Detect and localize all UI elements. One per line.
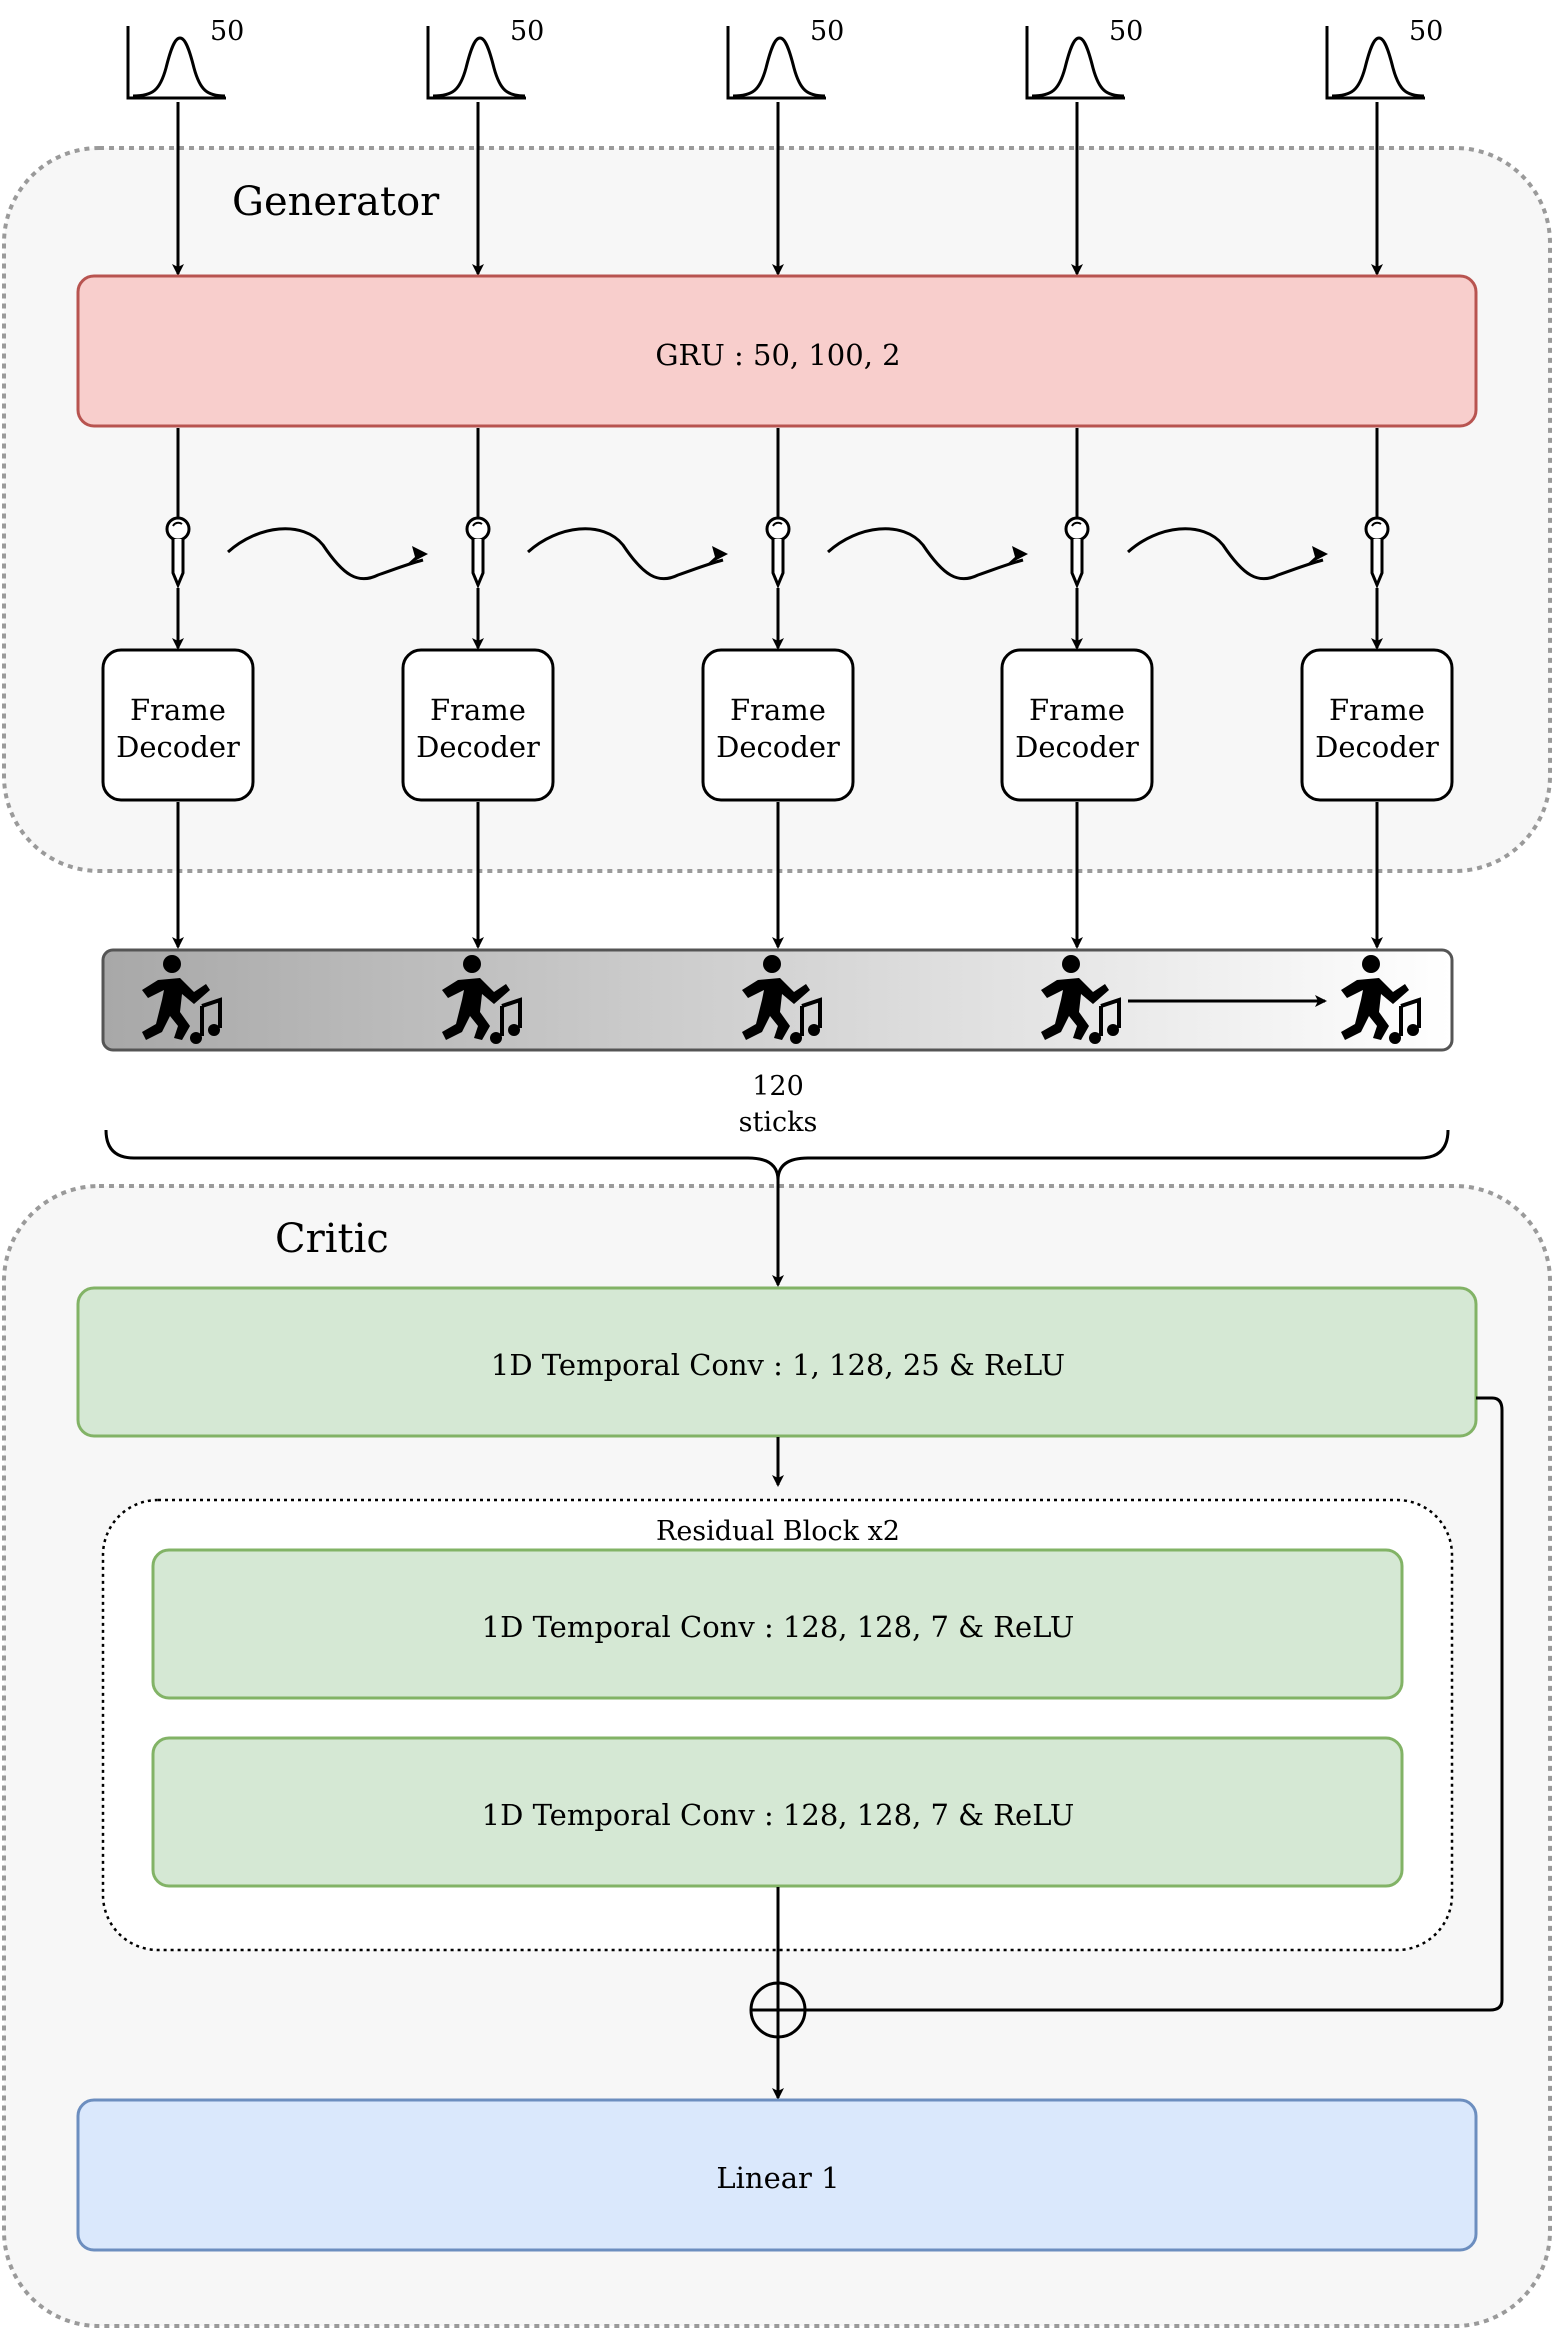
frame-decoder-label: Frame <box>1329 693 1425 727</box>
skip-connection-line <box>803 1396 1504 2012</box>
frame-decoder-label: Decoder <box>1315 730 1439 764</box>
noise-input-5: 50 <box>1325 16 1443 100</box>
sequence-count: 120 <box>752 1071 804 1102</box>
generator-title: Generator <box>232 179 440 225</box>
frame-decoder-3: Frame Decoder <box>701 648 855 802</box>
noise-dim-label: 50 <box>510 16 544 47</box>
residual-conv-block-2 <box>151 1736 1404 1888</box>
noise-input-3: 50 <box>726 16 844 100</box>
frame-decoder-label: Decoder <box>116 730 240 764</box>
noise-dim-label: 50 <box>810 16 844 47</box>
conv-input-label: 1D Temporal Conv : 1, 128, 25 & ReLU <box>491 1348 1065 1382</box>
frame-decoder-label: Frame <box>130 693 226 727</box>
residual-conv-label: 1D Temporal Conv : 128, 128, 7 & ReLU <box>482 1798 1075 1832</box>
gru-block <box>76 274 1478 428</box>
noise-dim-label: 50 <box>210 16 244 47</box>
frame-decoder-label: Decoder <box>416 730 540 764</box>
conv-input-block <box>76 1286 1478 1438</box>
add-operator-icon <box>749 1981 807 2039</box>
frame-decoder-4: Frame Decoder <box>1000 648 1154 802</box>
noise-dim-label: 50 <box>1109 16 1143 47</box>
frame-decoder-5: Frame Decoder <box>1300 648 1454 802</box>
gru-label: GRU : 50, 100, 2 <box>655 338 900 372</box>
noise-input-4: 50 <box>1025 16 1143 100</box>
frame-decoder-label: Frame <box>430 693 526 727</box>
noise-dim-label: 50 <box>1409 16 1443 47</box>
frame-decoder-label: Decoder <box>1015 730 1139 764</box>
linear-block <box>76 2098 1478 2252</box>
sequence-count-unit: sticks <box>739 1107 818 1138</box>
residual-block-title: Residual Block x2 <box>656 1516 900 1547</box>
pin-to-decoder-arrows <box>172 588 1383 650</box>
residual-conv-block-1 <box>151 1548 1404 1700</box>
noise-to-gru-arrows <box>172 102 1383 276</box>
decoder-to-sequence-arrows <box>172 802 1383 949</box>
frame-decoder-label: Frame <box>1029 693 1125 727</box>
frame-decoder-label: Decoder <box>716 730 840 764</box>
frame-decoder-1: Frame Decoder <box>101 648 255 802</box>
linear-label: Linear 1 <box>716 2161 839 2195</box>
critic-title: Critic <box>275 1216 389 1262</box>
residual-conv-label: 1D Temporal Conv : 128, 128, 7 & ReLU <box>482 1610 1075 1644</box>
noise-input-1: 50 <box>126 16 244 100</box>
frame-decoder-2: Frame Decoder <box>401 648 555 802</box>
recurrent-wave-arrowheads <box>405 546 1328 566</box>
frame-decoder-label: Frame <box>730 693 826 727</box>
gru-output-lines <box>176 428 1379 518</box>
noise-input-2: 50 <box>426 16 544 100</box>
